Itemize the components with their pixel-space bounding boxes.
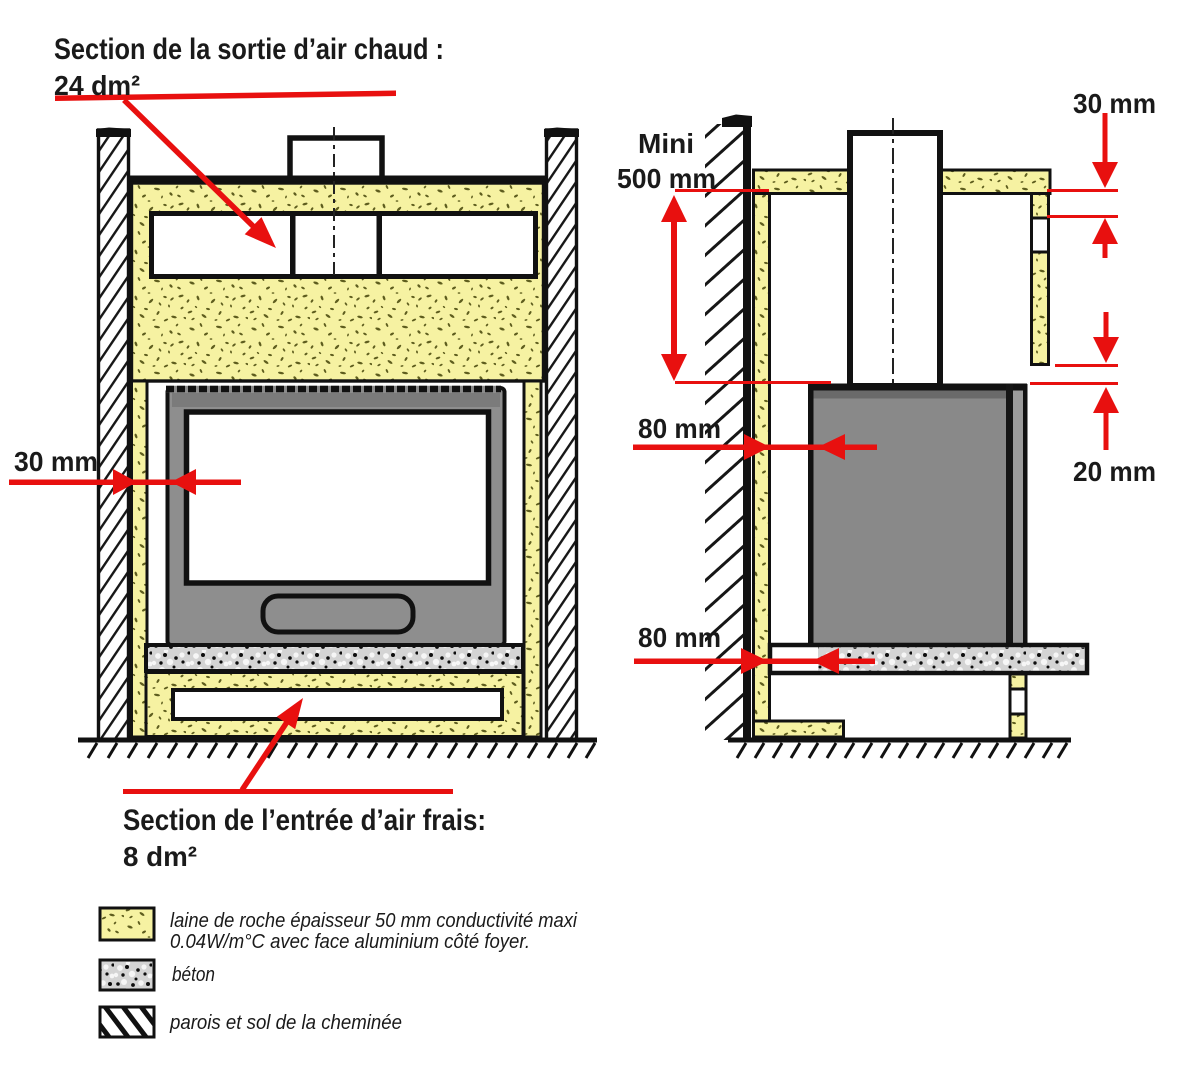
svg-text:béton: béton [172,964,215,986]
svg-text:Mini: Mini [638,128,694,159]
svg-text:parois et sol de la cheminée: parois et sol de la cheminée [169,1012,402,1034]
svg-text:30 mm: 30 mm [1073,88,1156,119]
svg-text:laine de roche épaisseur 50 mm: laine de roche épaisseur 50 mm conductiv… [170,910,578,932]
svg-text:30 mm: 30 mm [14,446,98,477]
svg-text:0.04W/m°C avec face aluminium: 0.04W/m°C avec face aluminium côté foyer… [170,931,530,953]
svg-text:Section de la sortie d’air cha: Section de la sortie d’air chaud : [54,33,444,66]
svg-text:500 mm: 500 mm [617,163,716,194]
svg-text:24 dm²: 24 dm² [54,70,140,101]
svg-text:80 mm: 80 mm [638,622,721,653]
svg-text:20 mm: 20 mm [1073,456,1156,487]
svg-text:Section de l’entrée d’air frai: Section de l’entrée d’air frais: [123,804,486,837]
svg-text:8 dm²: 8 dm² [123,841,197,872]
svg-text:80 mm: 80 mm [638,413,721,444]
